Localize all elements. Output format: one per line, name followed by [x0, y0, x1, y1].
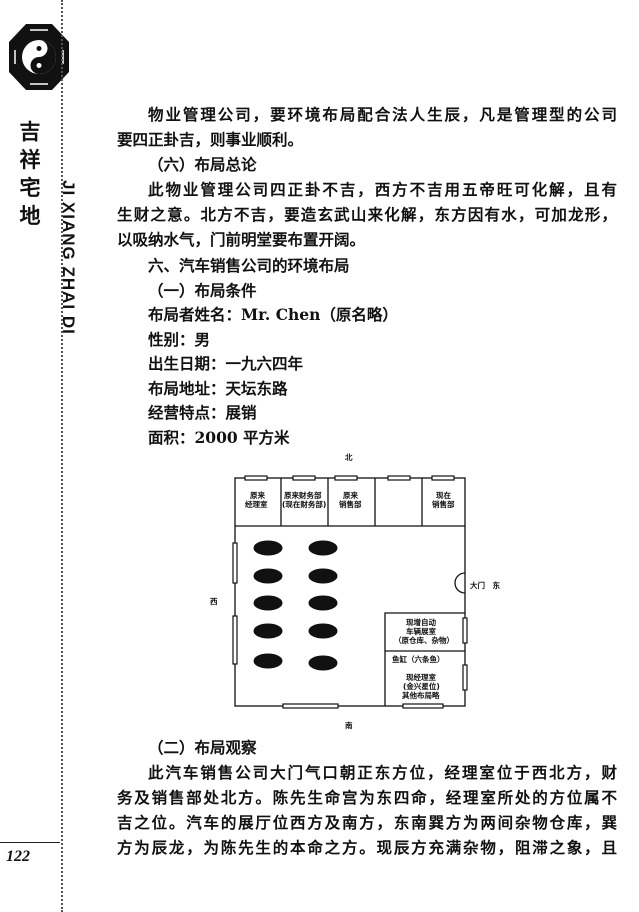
west-label: 西 — [210, 597, 218, 606]
paragraph-line: 物业管理公司，要环境布局配合法人生辰，凡是管理型的公司 — [148, 105, 617, 124]
condition-item: 经营特点：展销 — [148, 403, 257, 422]
north-label: 北 — [345, 452, 353, 462]
subheading: （六）布局总论 — [148, 155, 257, 174]
bagua-taiji-logo-icon — [9, 24, 69, 90]
south-label: 南 — [345, 720, 353, 730]
room-label: 车辆展室 — [406, 626, 436, 636]
room-label: 其他布局略 — [402, 690, 440, 700]
paragraph-line: 吉之位。汽车的展厅位西方及南方，东南巽方为两间杂物仓库，巽 — [117, 813, 617, 832]
room-label: 经理室 — [245, 499, 268, 509]
condition-item: 面积：2000 平方米 — [148, 427, 290, 447]
paragraph-line: 此汽车销售公司大门气口朝正东方位，经理室位于西北方，财 — [148, 763, 617, 782]
room-label: 现增自动 — [406, 617, 436, 627]
paragraph-line: 以吸纳水气，门前明堂要布置开阔。 — [117, 230, 366, 249]
margin-dotted-divider — [61, 0, 63, 912]
section-observation: （二）布局观察 此汽车销售公司大门气口朝正东方位，经理室位于西北方，财 务及销售… — [117, 735, 617, 860]
section-title: 六、汽车销售公司的环境布局 — [148, 256, 350, 275]
room-label: （原仓库、杂物） — [394, 635, 454, 645]
fish-tank-label: 鱼缸（六条鱼） — [392, 654, 445, 664]
room-label: 销售部 — [339, 499, 362, 509]
paragraph-line: 要四正卦吉，则事业顺利。 — [117, 130, 304, 149]
paragraph-line: 此物业管理公司四正卦不吉，西方不吉用五帝旺可化解，且有 — [148, 180, 617, 199]
room-label: 原来 — [250, 490, 265, 500]
subheading: （二）布局观察 — [148, 738, 257, 757]
paragraph-line: 生财之意。北方不吉，要造玄武山来化解，东方因有水，可加龙形， — [117, 205, 617, 224]
room-label: 原来 — [343, 490, 358, 500]
room-label: 原来财务部 — [284, 490, 322, 500]
main-door-east-label: 大门 东 — [470, 580, 500, 590]
room-label: 现经理室 — [406, 672, 436, 682]
subheading: （一）布局条件 — [148, 280, 257, 300]
floor-plan-diagram: 北 南 西 大门 东 原来 经理室 原来财务部 (现在财务部) 原来 销售部 现… — [210, 452, 500, 730]
condition-item: 出生日期：一九六四年 — [148, 354, 304, 373]
page-number: 122 — [6, 848, 30, 865]
book-title-vertical: 吉祥宅地 — [18, 118, 42, 230]
room-label: 现在 — [436, 490, 451, 500]
room-label: (现在财务部) — [282, 499, 326, 509]
room-label: 销售部 — [432, 499, 455, 509]
book-title-pinyin: JI XIANG ZHAI DI — [59, 180, 78, 335]
book-title-text: 吉祥宅地 — [19, 119, 41, 228]
condition-item: 性别：男 — [148, 329, 211, 349]
paragraph-line: 务及销售部处北方。陈先生命宫为东四命，经理室所处的方位属不 — [117, 788, 617, 807]
room-label: (金兴星位) — [403, 681, 440, 691]
condition-item: 布局地址：天坛东路 — [148, 378, 288, 398]
condition-item: 布局者姓名：Mr. Chen（原名略） — [148, 305, 398, 324]
section-property-company: 物业管理公司，要环境布局配合法人生辰，凡是管理型的公司 要四正卦吉，则事业顺利。… — [117, 102, 617, 252]
page-number-rule — [0, 842, 60, 843]
car-icon — [253, 540, 338, 671]
section-car-dealer: 六、汽车销售公司的环境布局 （一）布局条件 布局者姓名：Mr. Chen（原名略… — [117, 254, 617, 450]
paragraph-line: 方为辰龙，为陈先生的本命之方。现辰方充满杂物，阻滞之象，且 — [117, 838, 617, 857]
